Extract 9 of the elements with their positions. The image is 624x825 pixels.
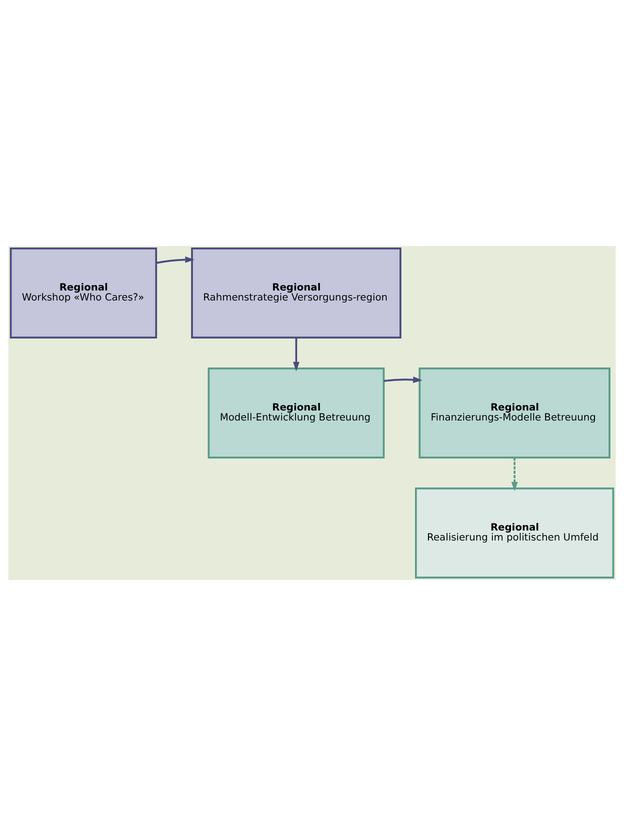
node-box: Regional Finanzierungs-Modelle Betreuung [418,367,610,458]
arrow [511,457,518,491]
arrow [156,256,195,264]
node-box: Regional Rahmenstrategie Versorgungs-region [191,247,402,338]
arrow [292,337,300,371]
node-box: Regional Realisierung im politischen Umfeld [414,487,614,578]
arrow [384,376,422,382]
node-box: Regional Workshop «Who Cares?» [10,247,158,338]
node-box: Regional Modell-Entwicklung Betreuung [208,367,385,458]
